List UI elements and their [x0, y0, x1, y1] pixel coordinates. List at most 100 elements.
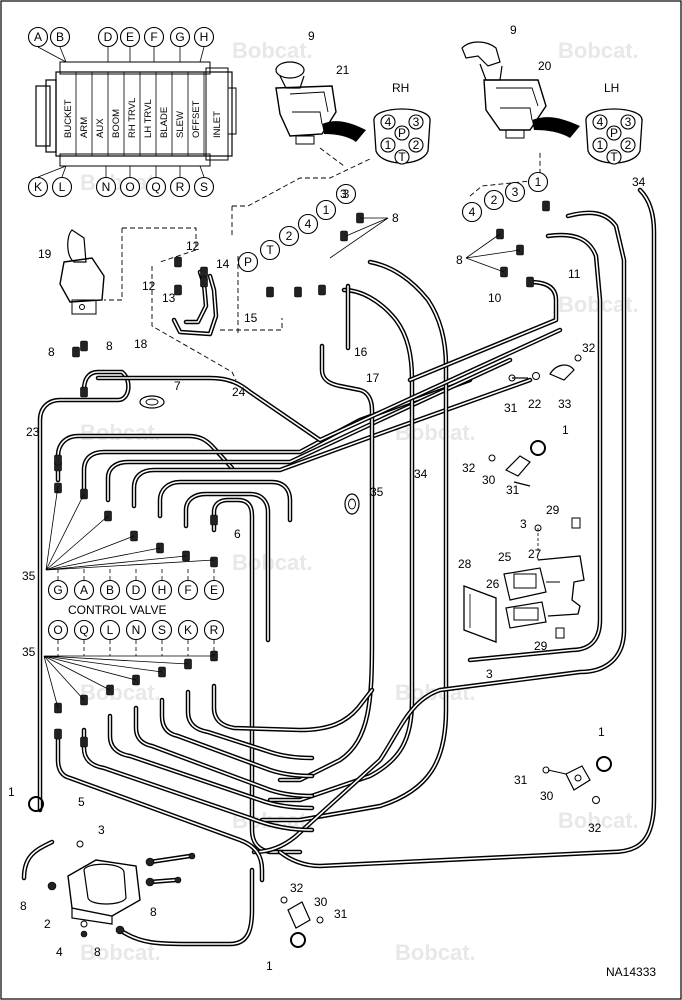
control-valve-port-A: A [73, 579, 95, 601]
watermark: Bobcat. [395, 940, 476, 965]
lh-connector-pin-text: 2 [625, 138, 632, 152]
valve-inlet-plug [227, 87, 237, 135]
mounting-bracket [534, 517, 585, 639]
hydraulic-hoses [21, 187, 657, 947]
callout-12: 12 [186, 239, 200, 253]
rh-connector-pin-text: 2 [413, 138, 420, 152]
control-valve-port-A-text: A [80, 583, 88, 597]
lh-label: LH [604, 81, 619, 95]
lh-connector-arrow [532, 117, 580, 138]
watermark: Bobcat. [80, 420, 161, 445]
valve-port-E: E [119, 26, 141, 48]
manifold-block [47, 840, 196, 938]
callout-31: 31 [506, 483, 520, 497]
valve-body [55, 71, 233, 157]
hose-fitting [266, 286, 274, 298]
callout-10: 10 [488, 291, 502, 305]
control-valve-port-F: F [177, 579, 199, 601]
callout-3: 3 [486, 667, 493, 681]
control-valve-port-N-text: N [132, 623, 141, 637]
rh-joystick-leader [319, 147, 345, 167]
control-valve-port-E-text: E [210, 583, 218, 597]
valve-port-K: K [27, 176, 49, 198]
control-valve-port-O: O [47, 619, 69, 641]
valve-port-N-text: N [102, 180, 111, 194]
hose-fitting [200, 266, 208, 278]
hose-fitting [174, 256, 182, 268]
valve-section-label: BUCKET [63, 99, 74, 138]
valve-port-A: A [27, 26, 49, 48]
valve-port-O-text: O [125, 180, 134, 194]
rh-connector-pin-text: 1 [385, 138, 392, 152]
hose-fitting [174, 284, 182, 296]
rh-joystick-port-text: 2 [286, 229, 293, 243]
callout-8: 8 [48, 345, 55, 359]
callout-19: 19 [38, 247, 52, 261]
control-valve-block [35, 61, 237, 167]
clamp-assembly-1-bottom [280, 896, 324, 948]
clamp-assembly-1-upper [488, 440, 546, 487]
valve-port-H-text: H [200, 30, 209, 44]
valve-port-S: S [193, 176, 215, 198]
lh-joystick-port-text: 4 [469, 205, 476, 219]
control-valve-port-L-text: L [107, 623, 114, 637]
control-valve-port-B: B [99, 579, 121, 601]
valve-section-label: INLET [212, 111, 223, 138]
watermark: Bobcat. [80, 940, 161, 965]
callout-29: 29 [534, 639, 548, 653]
lh-connector-pin-text: 1 [597, 138, 604, 152]
watermark: Bobcat. [80, 680, 161, 705]
rh-connector-pin-text: P [398, 126, 406, 140]
grommet-35 [344, 493, 360, 515]
lh-connector-pin-text: P [610, 126, 618, 140]
watermark: Bobcat. [232, 550, 313, 575]
callout-5: 5 [78, 795, 85, 809]
control-valve-port-Q-text: Q [79, 623, 88, 637]
lh-connector-pin: P [606, 125, 622, 141]
valve-port-H: H [193, 26, 215, 48]
callout-32: 32 [582, 341, 596, 355]
rh-joystick-port: T [259, 239, 281, 261]
lh-connector-pin-text: 3 [625, 115, 632, 129]
valve-port-D-text: D [104, 30, 113, 44]
valve-section-label: AUX [95, 118, 106, 138]
rh-joystick-port: 4 [297, 213, 319, 235]
valve-section-label: SLEW [175, 111, 186, 138]
valve-port-K-text: K [34, 180, 42, 194]
rh-connector-pin: 2 [408, 137, 424, 153]
callout-28: 28 [458, 557, 472, 571]
lh-connector-pin: 1 [592, 137, 608, 153]
callout-35: 35 [22, 645, 36, 659]
lh-connector-pin: T [606, 149, 622, 165]
valve-port-F-text: F [150, 30, 157, 44]
valve-port-R-text: R [176, 180, 185, 194]
callout-8: 8 [392, 211, 399, 225]
callout-1: 1 [598, 725, 605, 739]
control-valve-port-D: D [125, 579, 147, 601]
callout-8: 8 [20, 899, 27, 913]
lh-connector-pin: 3 [620, 114, 636, 130]
callout-31: 31 [334, 907, 348, 921]
hose-fitting [542, 200, 550, 212]
callout-34: 34 [632, 175, 646, 189]
rh-joystick-port: 3 [335, 183, 357, 205]
valve-port-R: R [169, 176, 191, 198]
rh-joystick-port-text: P [244, 255, 252, 269]
callout-25: 25 [498, 550, 512, 564]
valve-port-G-text: G [175, 30, 184, 44]
plate-28 [463, 585, 497, 643]
callout-31: 31 [504, 401, 518, 415]
valve-port-B: B [49, 26, 71, 48]
callout-30: 30 [540, 789, 554, 803]
control-valve-port-N: N [125, 619, 147, 641]
control-valve-port-G-text: G [53, 583, 62, 597]
valve-port-O: O [119, 176, 141, 198]
lh-joystick-port: 3 [504, 181, 526, 203]
callout-3: 3 [520, 517, 527, 531]
